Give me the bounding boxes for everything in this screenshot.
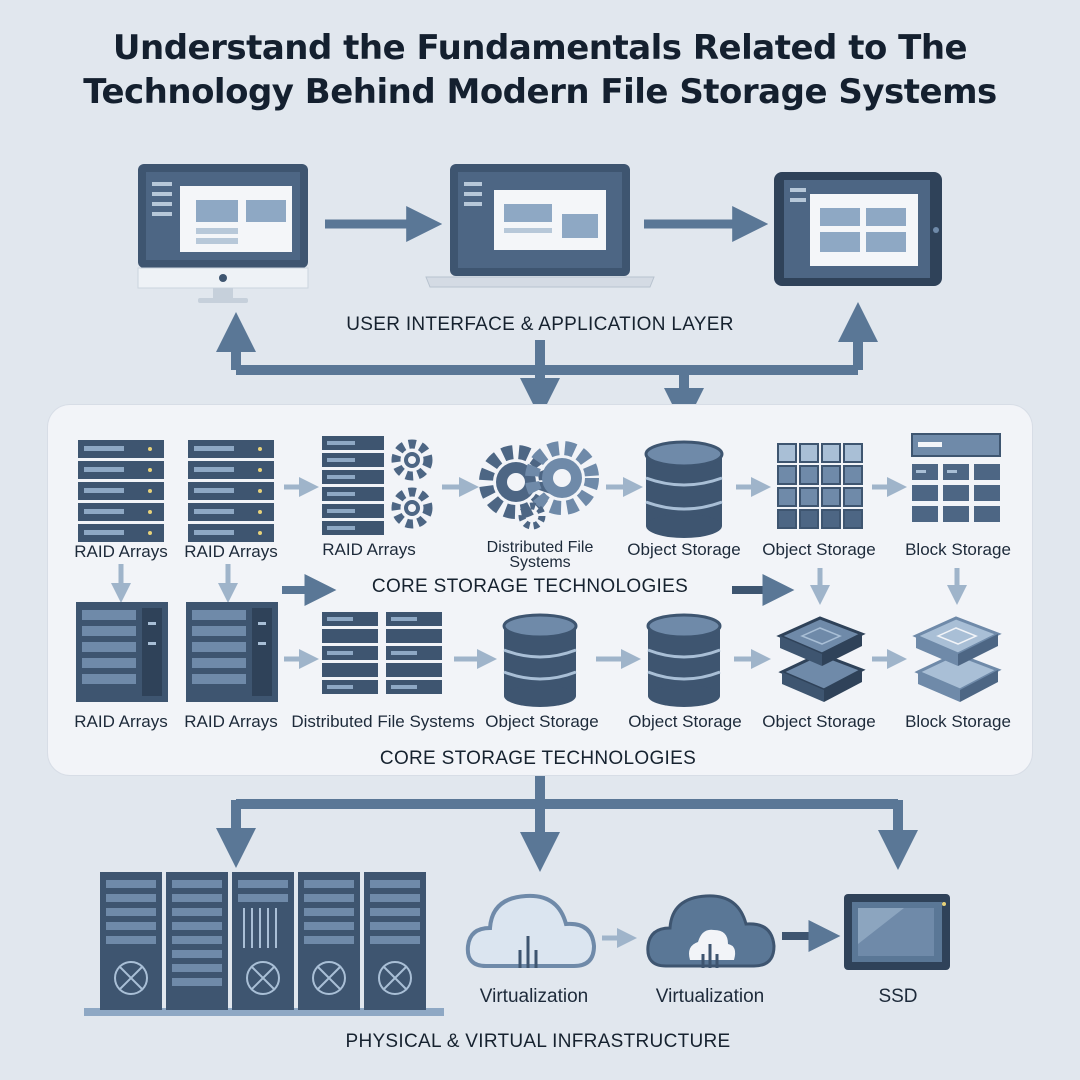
cloud-icon (465, 893, 597, 968)
row1-label-1: RAID Arrays (74, 542, 168, 561)
server-room-icon (84, 872, 444, 1016)
laptop-icon (425, 164, 655, 288)
server-rack-icon (78, 440, 164, 542)
row1-label-5: Object Storage (627, 540, 741, 559)
row1-label-6: Object Storage (762, 540, 876, 559)
gears-icon (479, 441, 599, 530)
infra-label-virtualization-1: Virtualization (479, 986, 589, 1007)
row1-label-2: RAID Arrays (184, 542, 278, 561)
row2-label-1: RAID Arrays (74, 712, 168, 731)
database-icon (644, 440, 724, 538)
row2-label-6: Object Storage (762, 712, 876, 731)
infra-label-virtualization-2: Virtualization (655, 986, 765, 1007)
section-ui-layer: USER INTERFACE & APPLICATION LAYER (346, 314, 734, 335)
title-line-1: Understand the Fundamentals Related to T… (112, 28, 968, 68)
section-core-storage-1: CORE STORAGE TECHNOLOGIES (371, 576, 689, 597)
row1-label-4: Distributed File Systems (486, 539, 594, 571)
row1-label-7: Block Storage (905, 540, 1011, 559)
section-core-storage-2: CORE STORAGE TECHNOLOGIES (379, 748, 697, 769)
row1-label-3: RAID Arrays (322, 540, 416, 559)
tablet-icon (774, 172, 942, 286)
database-icon (646, 613, 722, 707)
page-title: Understand the Fundamentals Related to T… (40, 26, 1040, 114)
server-cabinet-icon (76, 602, 168, 702)
object-grid-icon (777, 443, 863, 529)
ssd-icon (844, 894, 950, 970)
server-cabinet-icon (186, 602, 278, 702)
server-pair-icon (322, 612, 442, 694)
server-gears-icon (322, 436, 433, 535)
row2-label-7: Block Storage (905, 712, 1011, 731)
stacked-blocks-icon (776, 616, 866, 702)
row2-label-3: Distributed File Systems (291, 712, 475, 731)
database-icon (502, 613, 578, 707)
server-rack-icon (188, 440, 274, 542)
row2-label-2: RAID Arrays (184, 712, 278, 731)
desktop-monitor-icon (137, 164, 309, 303)
stacked-blocks-icon (912, 616, 1002, 702)
row2-label-4: Object Storage (485, 712, 599, 731)
row2-label-5: Object Storage (628, 712, 742, 731)
section-infrastructure: PHYSICAL & VIRTUAL INFRASTRUCTURE (345, 1031, 731, 1052)
title-line-2: Technology Behind Modern File Storage Sy… (83, 72, 997, 112)
infra-label-ssd: SSD (878, 986, 918, 1007)
block-grid-icon (911, 433, 1001, 522)
cloud-icon (646, 894, 776, 968)
